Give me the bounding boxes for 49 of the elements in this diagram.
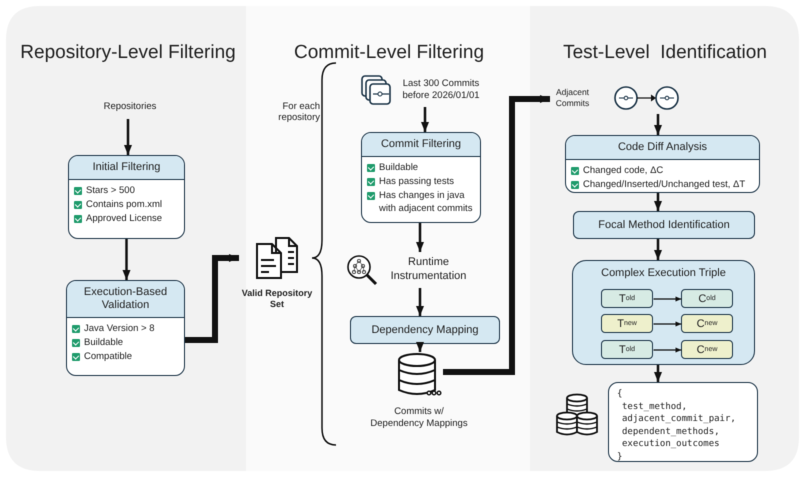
arrow [124,119,132,155]
arrow [654,348,682,352]
checklist-item: Buildable [379,162,418,175]
node-label: Valid Repository Set [240,288,314,310]
checklist-item: Has changes in java with adjacent commits [379,190,474,216]
process-card [361,132,481,223]
arrow [654,239,662,260]
process-box: Dependency Mapping [350,316,500,344]
arrow [421,107,429,132]
arrow [654,296,682,302]
card-title: Code Diff Analysis [566,136,759,160]
node-label: Repositories [104,101,156,113]
checklist-item: Java Version > 8 [84,323,155,336]
node-label: Commits w/ Dependency Mappings [369,406,469,430]
card-title: Execution-Based Validation [67,281,184,318]
checklist-item: Has passing tests [379,176,454,189]
panel-title: Repository-Level Filtering [19,42,237,65]
checklist-item: Approved License [86,212,162,226]
process-card [68,155,185,239]
arrow [654,365,662,382]
note-text: For each repository [277,101,320,124]
arrow [122,239,130,280]
checklist-item: Buildable [84,337,124,350]
arrow [443,95,550,375]
checklist-item: Changed/Inserted/Unchanged test, ΔT [583,179,746,192]
process-box: Focal Method Identification [573,211,755,239]
arrow [416,223,424,252]
arrow [654,193,662,211]
card-title: Commit Filtering [362,133,480,158]
process-card [565,135,760,193]
arrow [654,322,682,326]
node-label: Runtime Instrumentation [390,256,468,284]
panel-title: Commit-Level Filtering [292,42,486,65]
card-title: Initial Filtering [69,156,184,180]
checklist-item: Changed code, ΔC [583,165,664,178]
checklist-item: Compatible [84,351,132,364]
group-box [572,260,755,365]
panel-title: Test-Level Identification [562,42,768,65]
arrow [185,254,239,343]
code-block: { test_method, adjacent_commit_pair, dependent_methods, execution_outcomes } [608,382,758,462]
node-label: Last 300 Commits before 2026/01/01 [401,78,481,102]
arrow [416,342,424,352]
process-card [66,280,185,376]
arrow [654,114,662,135]
node-label: Adjacent Commits [554,87,590,109]
arrow [416,288,424,316]
checklist-item: Contains pom.xml [86,199,162,212]
checklist-item: Stars > 500 [86,185,135,198]
group-title: Complex Execution Triple [600,267,727,279]
